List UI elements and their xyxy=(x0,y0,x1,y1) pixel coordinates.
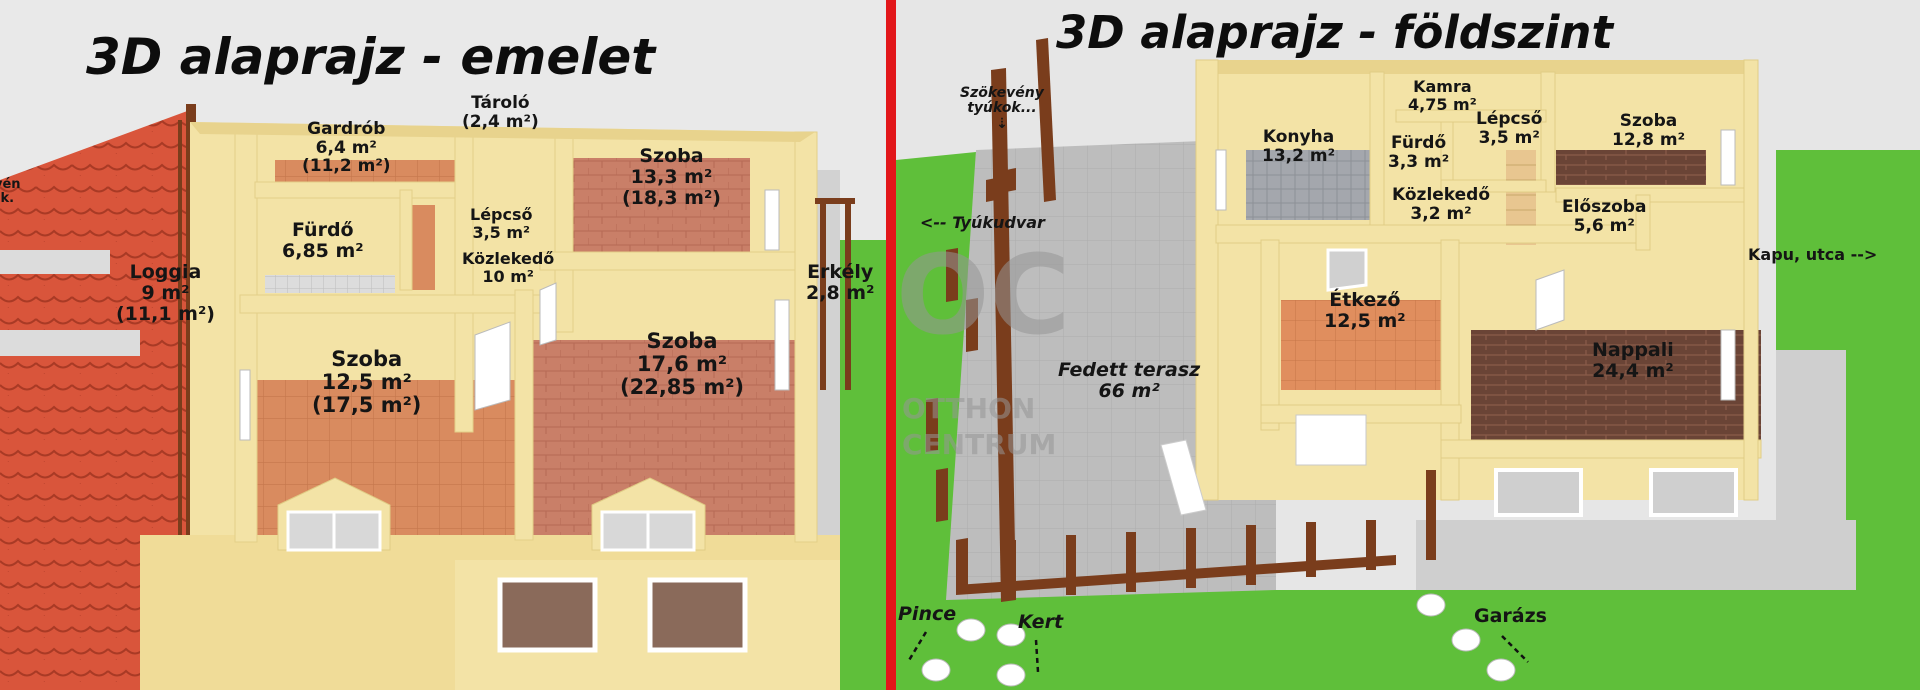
driveway xyxy=(1416,520,1856,590)
window xyxy=(1295,414,1367,466)
watermark-text-2: CENTRUM xyxy=(902,428,1057,461)
window xyxy=(764,189,780,251)
wall-top-shade xyxy=(190,122,815,142)
window xyxy=(1720,329,1736,401)
stepping-stones xyxy=(921,593,1516,687)
door xyxy=(1535,269,1565,331)
ground-floor-drawing xyxy=(896,38,1920,690)
watermark-logo: OC xyxy=(896,231,1071,359)
floor-etkezo xyxy=(1281,300,1441,390)
roof-gap xyxy=(0,330,140,356)
floor-furdo xyxy=(265,275,395,293)
floor-gardrob xyxy=(275,160,455,182)
stair-steps xyxy=(1506,164,1536,226)
page-title-ground-floor: 3D alaprajz - földszint xyxy=(1056,6,1613,59)
annotation-kapu: Kapu, utca --> xyxy=(1748,245,1878,264)
watermark-text-1: OTTHON xyxy=(902,392,1036,425)
panel-divider xyxy=(886,0,896,690)
edge-fragment-label: vénk. xyxy=(0,177,21,207)
door xyxy=(1326,248,1368,292)
wall-top-shade xyxy=(1196,60,1756,74)
terrace-column xyxy=(1160,439,1207,516)
interior-walls xyxy=(1195,59,1762,501)
lawn-bottom xyxy=(896,590,1920,690)
annotation-pince: Pince xyxy=(898,603,957,625)
window xyxy=(1494,468,1583,517)
window xyxy=(239,369,251,441)
room-label-tarolo: Tároló(2,4 m²) xyxy=(462,93,539,132)
annotation-tyukudvar: <-- Tyúkudvar xyxy=(920,213,1045,232)
dormer-right xyxy=(591,477,706,552)
front-fence xyxy=(956,470,1436,600)
window xyxy=(647,577,748,653)
floor-nappali xyxy=(1471,330,1761,445)
ground-floor-panel: 3D alaprajz - földszint OC OTTHON CENTRU… xyxy=(896,0,1920,690)
floor-konyha xyxy=(1246,150,1371,220)
window xyxy=(774,299,790,391)
floor-szoba-upper xyxy=(570,158,750,253)
upper-floor-drawing xyxy=(0,104,886,690)
door xyxy=(474,321,511,411)
roof-gap xyxy=(0,250,110,274)
dormer-left xyxy=(277,477,391,552)
lawn-right xyxy=(1776,150,1920,350)
annotation-kert: Kert xyxy=(1018,611,1064,633)
balcony-railing xyxy=(815,198,855,390)
window xyxy=(1215,149,1227,211)
floor-szoba xyxy=(1556,150,1706,185)
pergola xyxy=(926,38,1056,602)
upper-floor-panel: 3D alaprajz - emelet vénk. Tároló(2,4 m²… xyxy=(0,0,886,690)
interior-walls xyxy=(234,131,818,543)
window xyxy=(497,577,598,653)
window xyxy=(1649,468,1738,517)
page-title-upper-floor: 3D alaprajz - emelet xyxy=(86,28,656,86)
door xyxy=(539,282,557,346)
annotation-garazs: Garázs xyxy=(1474,605,1547,627)
window xyxy=(1720,129,1736,186)
